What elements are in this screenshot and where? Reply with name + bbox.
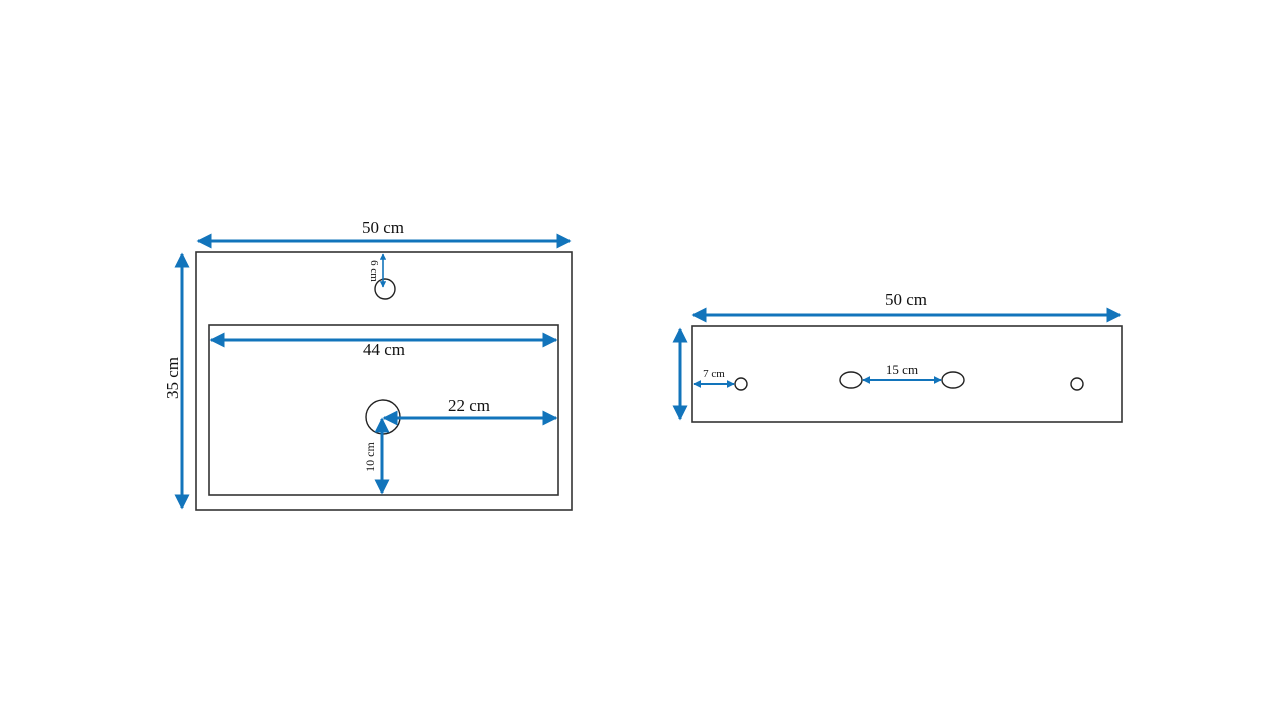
tap-hole (374, 278, 396, 300)
mount-hole-right (1070, 377, 1084, 391)
bracket-slot-right (941, 371, 965, 389)
back-width-label: 50 cm (885, 290, 927, 309)
bracket-slot-left (839, 371, 863, 389)
bracket-spacing-label: 15 cm (886, 362, 918, 377)
depth-label: 35 cm (163, 357, 182, 399)
basin-back-panel (691, 325, 1123, 423)
drain-front-offset-label: 10 cm (363, 442, 377, 472)
inner-width-label: 44 cm (363, 340, 405, 359)
tap-hole-offset-label: 6 cm (368, 260, 380, 282)
mount-hole-left (734, 377, 748, 391)
top-view: 50 cm 35 cm 44 cm 6 cm 22 cm 10 cm (163, 218, 573, 511)
mount-hole-offset-label: 7 cm (703, 368, 725, 380)
width-label: 50 cm (362, 218, 404, 237)
front-view: 50 cm 7 cm 15 cm (672, 290, 1123, 423)
drain-side-offset-label: 22 cm (448, 396, 490, 415)
